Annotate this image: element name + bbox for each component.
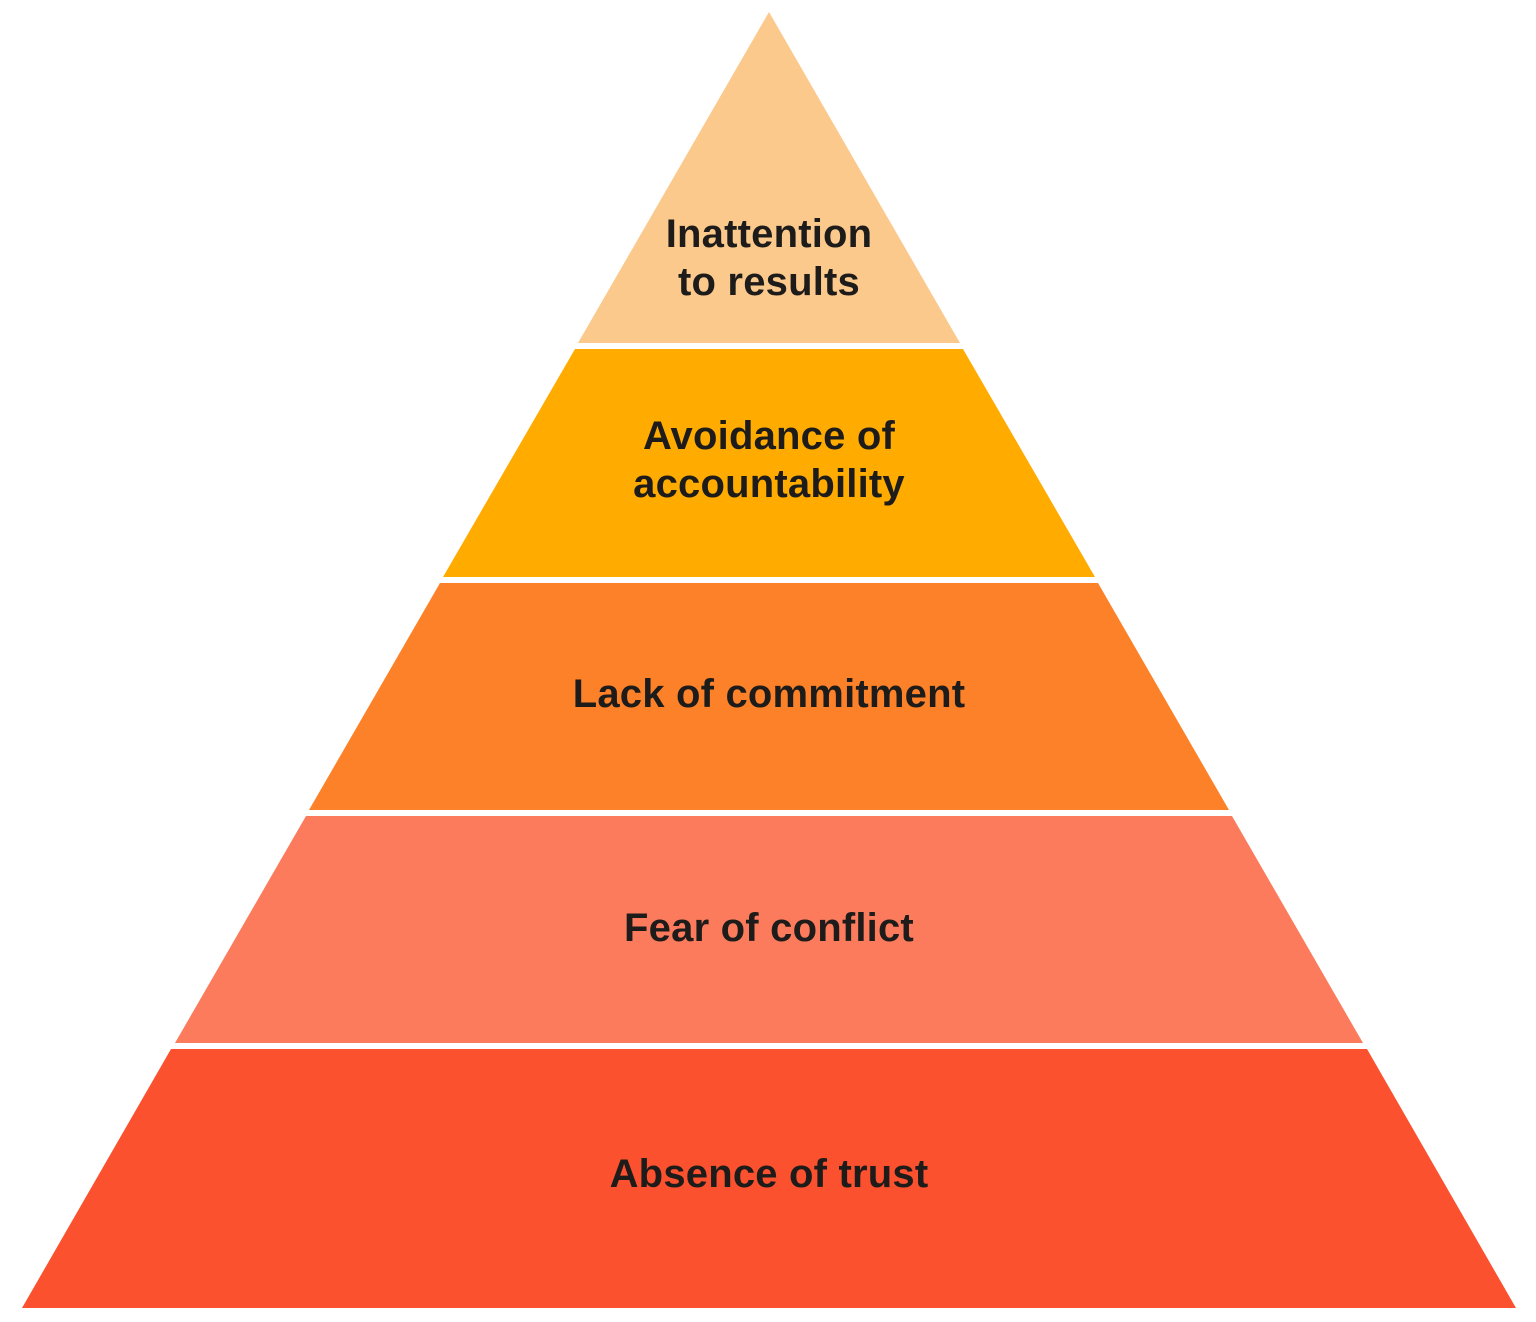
tier-label-lack-of-commitment: Lack of commitment [572, 672, 966, 716]
tier-label-inattention-to-results: Inattention to results [665, 212, 873, 304]
tier-shape-absence-of-trust [22, 1049, 1516, 1308]
tier-shape-avoidance-of-accountability [443, 349, 1095, 577]
tier-label-absence-of-trust: Absence of trust [609, 1152, 929, 1196]
tier-shape-fear-of-conflict [175, 816, 1363, 1043]
tier-shape-lack-of-commitment [309, 583, 1229, 810]
tier-label-avoidance-of-accountability: Avoidance of accountability [633, 414, 905, 506]
tier-label-fear-of-conflict: Fear of conflict [624, 906, 914, 950]
tier-shape-inattention-to-results [578, 12, 960, 343]
